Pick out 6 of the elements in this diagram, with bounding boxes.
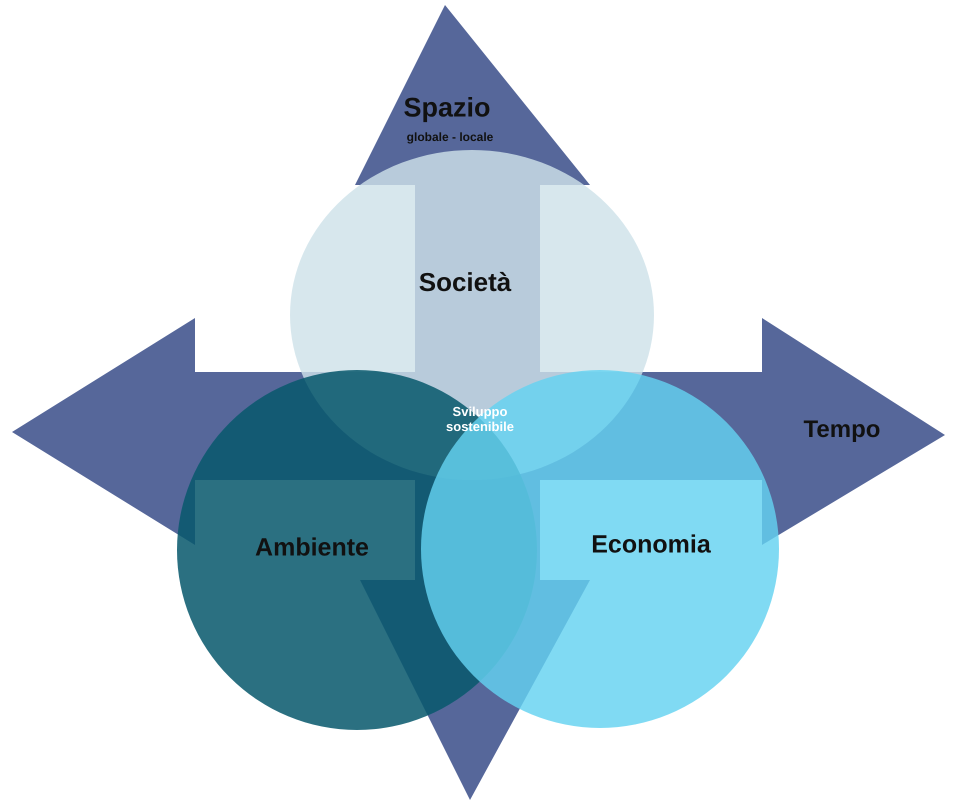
- arrow-label: Spazio: [404, 92, 490, 124]
- arrow-sublabel: globale - locale: [406, 131, 494, 145]
- circle-label: Società: [418, 268, 512, 298]
- arrow-label: Tempo: [804, 416, 880, 444]
- circle-label: Ambiente: [255, 534, 369, 562]
- circle-label: Economia: [591, 530, 711, 560]
